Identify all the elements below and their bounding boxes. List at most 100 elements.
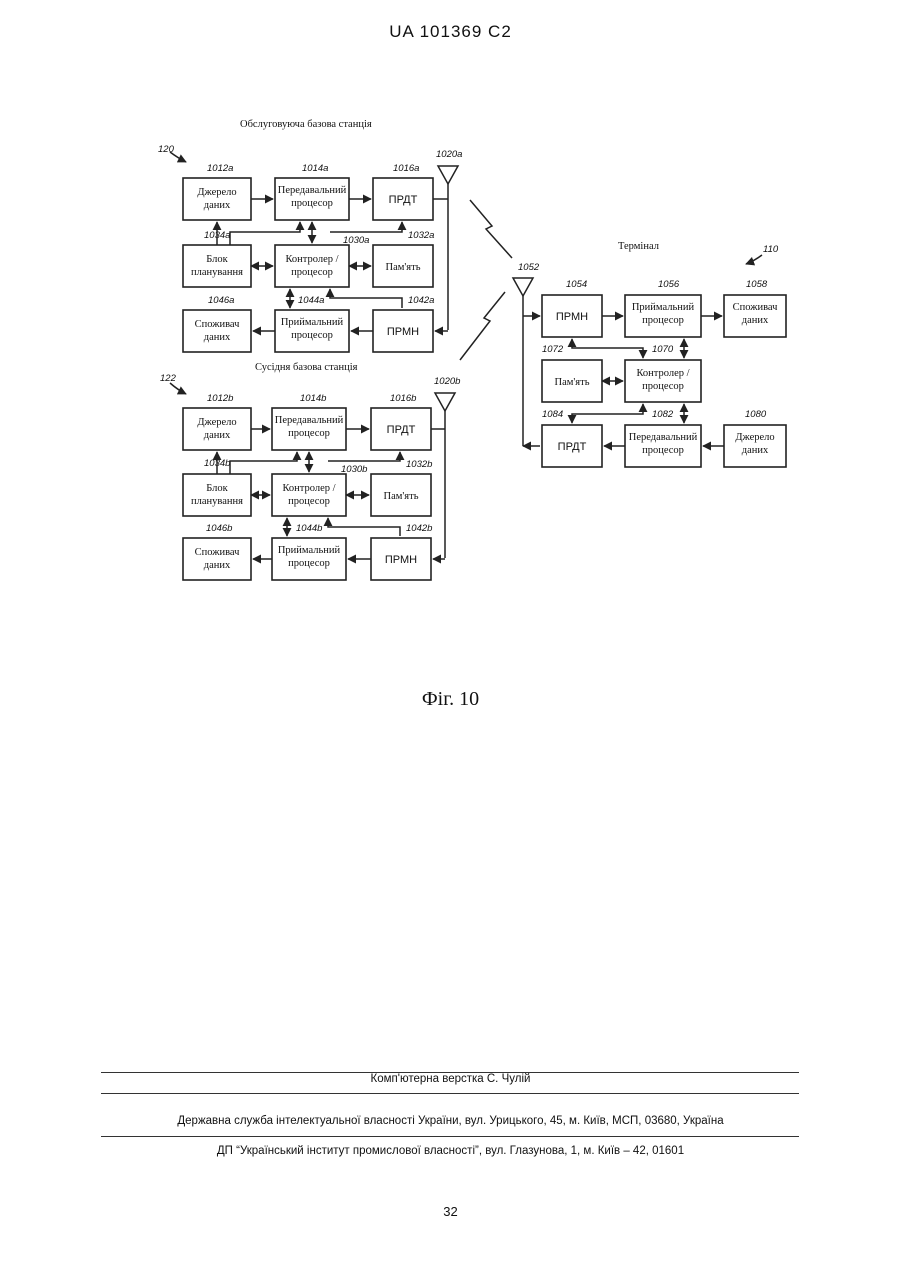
serving-station: Обслуговуюча базова станція 120 Джерело …: [158, 119, 462, 352]
serving-rx-processor-line2: процесор: [291, 330, 333, 341]
institute-address: ДП “Український інститут промислової вла…: [0, 1145, 901, 1157]
terminal-data-sink-ref: 1058: [746, 279, 768, 290]
serving-data-sink-line2: даних: [204, 332, 231, 343]
serving-antenna-icon: 1020a: [436, 149, 462, 330]
neighbor-station-ref: 122: [160, 373, 177, 384]
neighbor-tx-processor-block: Передавальний процесор 1014b: [272, 393, 346, 450]
footer-rule-1: [101, 1072, 799, 1073]
neighbor-controller-block: Контролер / процесор 1030b: [272, 464, 367, 516]
neighbor-controller-ref: 1030b: [341, 464, 367, 475]
neighbor-controller-line2: процесор: [288, 496, 330, 507]
wireless-links: [460, 200, 512, 360]
serving-transmitter-block: ПРДТ 1016a: [373, 163, 433, 220]
figure-label: Фіг. 10: [0, 688, 901, 711]
serving-receiver-label: ПРМН: [387, 326, 419, 338]
neighbor-station: Сусідня базова станція 122 Джерело даних…: [160, 362, 460, 580]
neighbor-station-title: Сусідня базова станція: [255, 362, 358, 373]
terminal-data-sink-line2: даних: [742, 315, 769, 326]
neighbor-data-sink-line2: даних: [204, 560, 231, 571]
terminal-transmitter-ref: 1084: [542, 409, 563, 420]
neighbor-data-source-block: Джерело даних 1012b: [183, 393, 251, 450]
serving-data-source-line1: Джерело: [197, 187, 236, 198]
serving-controller-ref: 1030a: [343, 235, 369, 246]
neighbor-antenna-icon: 1020b: [434, 376, 460, 558]
neighbor-rx-processor-block: Приймальний процесор 1044b: [272, 523, 346, 580]
serving-data-sink-ref: 1046a: [208, 295, 234, 306]
neighbor-tx-processor-ref: 1014b: [300, 393, 326, 404]
serving-rx-processor-line1: Приймальний: [281, 317, 344, 328]
page-number: 32: [0, 1204, 901, 1219]
terminal-tx-processor-ref: 1082: [652, 409, 674, 420]
neighbor-transmitter-block: ПРДТ 1016b: [371, 393, 431, 450]
neighbor-data-source-ref: 1012b: [207, 393, 233, 404]
terminal-transmitter-label: ПРДТ: [558, 441, 587, 453]
neighbor-antenna-ref: 1020b: [434, 376, 460, 387]
serving-controller-line2: процесор: [291, 267, 333, 278]
layout-credit: Комп'ютерна верстка С. Чулій: [0, 1073, 901, 1085]
serving-antenna-ref: 1020a: [436, 149, 462, 160]
neighbor-scheduler-line1: Блок: [206, 483, 228, 494]
neighbor-memory-block: Пам'ять 1032b: [371, 459, 432, 516]
neighbor-controller-line1: Контролер /: [282, 483, 335, 494]
neighbor-rx-processor-line1: Приймальний: [278, 545, 341, 556]
terminal-data-source-ref: 1080: [745, 409, 767, 420]
terminal-antenna-icon: 1052: [513, 262, 540, 446]
neighbor-transmitter-label: ПРДТ: [387, 424, 416, 436]
terminal-rx-processor-block: Приймальний процесор 1056: [625, 279, 701, 337]
serving-receiver-block: ПРМН 1042a: [373, 295, 434, 352]
block-diagram: Обслуговуюча базова станція 120 Джерело …: [0, 0, 901, 680]
terminal-memory-block: Пам'ять 1072: [542, 344, 602, 402]
neighbor-transmitter-ref: 1016b: [390, 393, 416, 404]
serving-scheduler-line2: планування: [191, 267, 243, 278]
serving-tx-processor-ref: 1014a: [302, 163, 328, 174]
terminal-data-source-block: Джерело даних 1080: [724, 409, 786, 467]
serving-memory-ref: 1032a: [408, 230, 434, 241]
serving-transmitter-ref: 1016a: [393, 163, 419, 174]
terminal-memory-ref: 1072: [542, 344, 564, 355]
serving-tx-processor-block: Передавальний процесор 1014a: [275, 163, 349, 220]
neighbor-receiver-label: ПРМН: [385, 554, 417, 566]
terminal-ref: 110: [763, 244, 779, 255]
terminal-tx-processor-line1: Передавальний: [629, 432, 698, 443]
terminal-controller-line2: процесор: [642, 381, 684, 392]
neighbor-tx-processor-line2: процесор: [288, 428, 330, 439]
neighbor-scheduler-line2: планування: [191, 496, 243, 507]
serving-scheduler-line1: Блок: [206, 254, 228, 265]
terminal-controller-block: Контролер / процесор 1070: [625, 344, 701, 402]
terminal-title: Термінал: [618, 241, 659, 252]
terminal-rx-processor-line1: Приймальний: [632, 302, 695, 313]
serving-controller-block: Контролер / процесор 1030a: [275, 235, 369, 287]
terminal-data-source-line2: даних: [742, 445, 769, 456]
neighbor-data-source-line2: даних: [204, 430, 231, 441]
footer-rule-3: [101, 1136, 799, 1137]
neighbor-data-source-line1: Джерело: [197, 417, 236, 428]
terminal-receiver-block: ПРМН 1054: [542, 279, 602, 337]
neighbor-data-sink-ref: 1046b: [206, 523, 232, 534]
serving-receiver-ref: 1042a: [408, 295, 434, 306]
serving-memory-block: Пам'ять 1032a: [373, 230, 434, 287]
neighbor-rx-processor-line2: процесор: [288, 558, 330, 569]
terminal: Термінал 110 1052 ПРМН 1054 Приймальний …: [513, 241, 786, 467]
terminal-data-source-line1: Джерело: [735, 432, 774, 443]
neighbor-receiver-ref: 1042b: [406, 523, 432, 534]
neighbor-data-sink-line1: Споживач: [195, 547, 241, 558]
serving-tx-processor-line2: процесор: [291, 198, 333, 209]
serving-data-source-block: Джерело даних 1012a: [183, 163, 251, 220]
terminal-data-sink-line1: Споживач: [733, 302, 779, 313]
terminal-memory-label: Пам'ять: [555, 377, 590, 388]
serving-memory-label: Пам'ять: [386, 262, 421, 273]
serving-data-source-ref: 1012a: [207, 163, 233, 174]
serving-controller-line1: Контролер /: [285, 254, 338, 265]
serving-data-source-line2: даних: [204, 200, 231, 211]
terminal-rx-processor-ref: 1056: [658, 279, 680, 290]
terminal-tx-processor-block: Передавальний процесор 1082: [625, 409, 701, 467]
terminal-antenna-ref: 1052: [518, 262, 540, 273]
terminal-tx-processor-line2: процесор: [642, 445, 684, 456]
neighbor-receiver-block: ПРМН 1042b: [371, 523, 432, 580]
serving-rx-processor-block: Приймальний процесор 1044a: [275, 295, 349, 352]
terminal-rx-processor-line2: процесор: [642, 315, 684, 326]
serving-transmitter-label: ПРДТ: [389, 194, 418, 206]
neighbor-rx-processor-ref: 1044b: [296, 523, 322, 534]
terminal-receiver-ref: 1054: [566, 279, 587, 290]
footer-rule-2: [101, 1093, 799, 1094]
